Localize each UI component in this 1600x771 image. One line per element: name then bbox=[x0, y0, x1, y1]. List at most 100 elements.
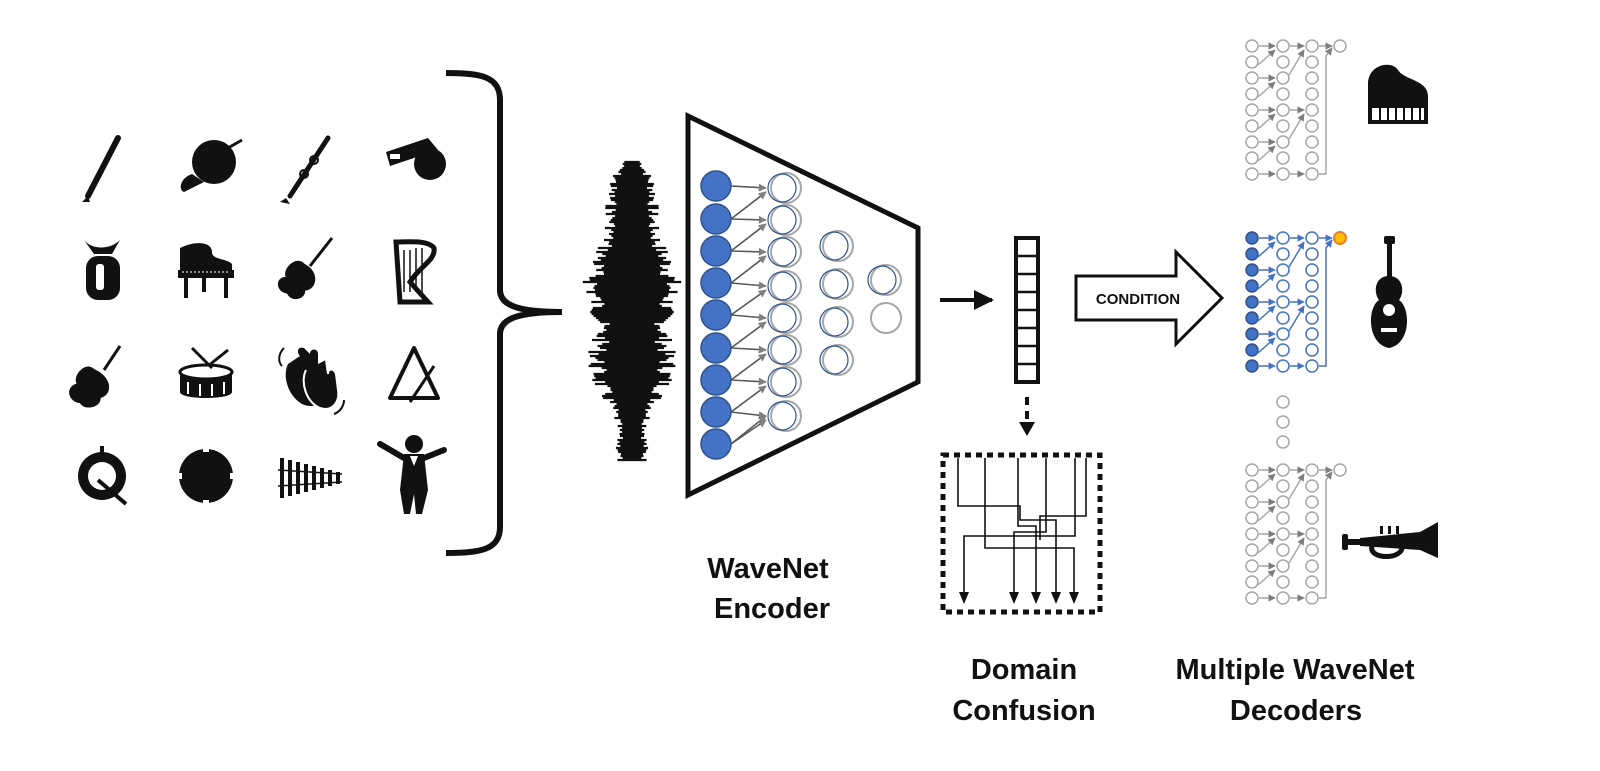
decoder-edge bbox=[1257, 305, 1276, 322]
encoder-hidden-node bbox=[767, 237, 797, 267]
decoder-hidden-node bbox=[1276, 359, 1290, 373]
domain-confusion-label-line1: Domain bbox=[971, 654, 1077, 686]
decoder-hidden-node bbox=[1276, 591, 1290, 605]
decoder-hidden-node bbox=[1276, 39, 1290, 53]
decoder-hidden-node bbox=[1276, 103, 1290, 117]
decoder-edge bbox=[1288, 241, 1305, 268]
decoder-input-node bbox=[1245, 327, 1259, 341]
decoder-input-node bbox=[1245, 311, 1259, 325]
decoder-hidden-node bbox=[1305, 359, 1319, 373]
decoder-trumpet bbox=[1245, 463, 1347, 605]
decoder-input-node bbox=[1245, 279, 1259, 293]
encoder-hidden-node bbox=[767, 401, 797, 431]
encoder-hidden-node bbox=[767, 205, 797, 235]
decoder-skip-connection bbox=[1319, 239, 1333, 367]
confusion-wire bbox=[1039, 458, 1087, 540]
encoder-edge bbox=[730, 191, 767, 220]
triangle-icon bbox=[388, 346, 440, 403]
domain-confusion-box bbox=[940, 452, 1103, 615]
encoder-hidden-node bbox=[867, 265, 897, 295]
decoder-hidden-node bbox=[1276, 119, 1290, 133]
encoder-label-line2: Encoder bbox=[714, 593, 830, 625]
encoder-edge bbox=[730, 411, 767, 420]
decoder-output-node bbox=[1333, 463, 1347, 477]
decoder-edge bbox=[1257, 241, 1276, 258]
encoder-edge bbox=[730, 377, 767, 386]
encoder-edge bbox=[730, 419, 767, 445]
snare-drum-icon bbox=[178, 346, 234, 398]
decoder-input-node bbox=[1245, 479, 1259, 493]
domain-confusion-network bbox=[940, 452, 1103, 615]
decoder-hidden-node bbox=[1276, 463, 1290, 477]
confusion-wire bbox=[1013, 458, 1047, 596]
decoder-hidden-node bbox=[1276, 55, 1290, 69]
decoder-input-node bbox=[1245, 247, 1259, 261]
bass-drum-icon bbox=[78, 446, 128, 506]
decoder-input-node bbox=[1245, 135, 1259, 149]
decoder-input-node bbox=[1245, 103, 1259, 117]
encoder-hidden-node bbox=[870, 302, 902, 334]
encoder-edge bbox=[730, 183, 767, 192]
clapping-hands-icon bbox=[278, 347, 345, 415]
decoder-hidden-node bbox=[1276, 575, 1290, 589]
encoder-hidden-node bbox=[819, 307, 849, 337]
confusion-wire bbox=[957, 458, 1057, 596]
french-horn-icon bbox=[180, 138, 243, 192]
decoder-input-node bbox=[1245, 559, 1259, 573]
xylophone-icon bbox=[277, 458, 343, 498]
decoder-skip-connection bbox=[1319, 47, 1333, 175]
encoder-edge bbox=[730, 289, 767, 316]
latent-to-confusion-arrowhead bbox=[1019, 422, 1035, 436]
decoder-input-node bbox=[1245, 511, 1259, 525]
decoder-hidden-node bbox=[1305, 167, 1319, 181]
decoder-input-node bbox=[1245, 151, 1259, 165]
decoder-edge bbox=[1288, 49, 1305, 76]
decoder-input-node bbox=[1245, 87, 1259, 101]
encoder-hidden-node bbox=[767, 335, 797, 365]
decoder-hidden-node bbox=[1276, 135, 1290, 149]
decoder-hidden-node bbox=[1276, 343, 1290, 357]
decoders-label-line2: Decoders bbox=[1230, 695, 1362, 727]
decoder-hidden-node bbox=[1276, 495, 1290, 509]
decoder-hidden-node bbox=[1305, 311, 1319, 325]
decoder-edge bbox=[1257, 49, 1276, 66]
latent-vector bbox=[1014, 236, 1040, 384]
decoder-input-node bbox=[1245, 343, 1259, 357]
decoder-hidden-node bbox=[1276, 479, 1290, 493]
confusion-wire bbox=[984, 458, 1075, 596]
decoder-edge bbox=[1257, 537, 1276, 554]
decoder-input-node bbox=[1245, 575, 1259, 589]
decoder-hidden-node bbox=[1276, 327, 1290, 341]
encoder-input-node bbox=[700, 267, 732, 299]
guitar-icon bbox=[1370, 236, 1408, 348]
confusion-wire-arrowhead bbox=[959, 592, 969, 604]
decoder-input-node bbox=[1245, 119, 1259, 133]
decoder-input-node bbox=[1245, 527, 1259, 541]
trumpet-icon bbox=[1342, 522, 1438, 559]
encoder-hidden-node bbox=[819, 345, 849, 375]
decoder-ellipsis-dot bbox=[1276, 395, 1290, 409]
encoder-input-node bbox=[700, 299, 732, 331]
wavenet-encoder bbox=[685, 112, 921, 500]
confusion-wire bbox=[963, 458, 1076, 596]
encoder-hidden-node bbox=[767, 367, 797, 397]
decoder-hidden-node bbox=[1276, 511, 1290, 525]
encoder-input-node bbox=[700, 396, 732, 428]
decoder-edge bbox=[1257, 505, 1276, 522]
encoder-hidden-node bbox=[767, 173, 797, 203]
encoder-edge bbox=[730, 223, 767, 252]
decoder-input-node bbox=[1245, 359, 1259, 373]
decoder-hidden-node bbox=[1305, 591, 1319, 605]
decoder-hidden-node bbox=[1276, 231, 1290, 245]
confusion-wire-arrowhead bbox=[1009, 592, 1019, 604]
confusion-wire bbox=[1017, 458, 1037, 596]
decoder-hidden-node bbox=[1276, 559, 1290, 573]
decoder-hidden-node bbox=[1276, 295, 1290, 309]
encoder-edge bbox=[730, 353, 767, 381]
confusion-wire-arrowhead bbox=[1069, 592, 1079, 604]
encoder-trapezoid bbox=[685, 112, 921, 500]
decoder-hidden-node bbox=[1276, 247, 1290, 261]
decoder-input-node bbox=[1245, 39, 1259, 53]
decoder-hidden-node bbox=[1305, 463, 1319, 477]
decoder-edge bbox=[1257, 569, 1276, 586]
